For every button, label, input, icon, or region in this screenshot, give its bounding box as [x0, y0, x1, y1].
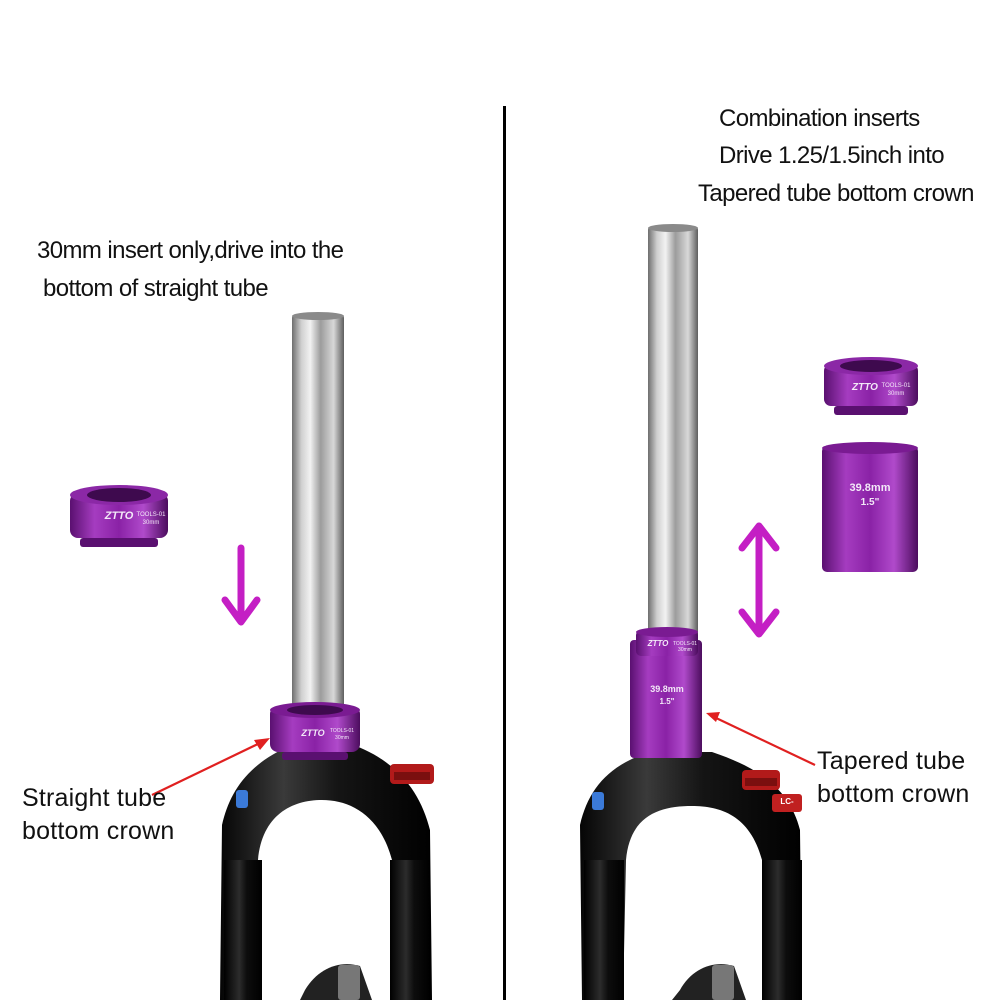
- left-ring-installed: [270, 702, 360, 760]
- right-fork: [580, 752, 802, 1000]
- left-fork-red-knob: [390, 764, 434, 784]
- left-loose-ring-code: TOOLS-01: [136, 512, 166, 518]
- right-fork-red-knob: [742, 770, 780, 790]
- left-label-line-2: bottom crown: [22, 817, 175, 845]
- left-loose-ring-size: 30mm: [142, 520, 160, 526]
- left-loose-ring-brand: ZTTO: [104, 510, 134, 522]
- right-loose-sleeve-inch: 1.5": [860, 497, 880, 508]
- right-loose-ring-size: 30mm: [887, 391, 905, 397]
- right-steerer-tube: [648, 224, 698, 638]
- down-arrow: [221, 544, 261, 626]
- right-installed-sleeve-inch: 1.5": [659, 697, 675, 706]
- left-caption-line-2: bottom of straight tube: [43, 275, 269, 302]
- left-steerer-tube: [292, 312, 344, 716]
- right-label-line-2: bottom crown: [817, 780, 970, 808]
- left-installed-ring-code: TOOLS-01: [329, 728, 355, 734]
- right-combo-insert-installed: [630, 627, 702, 758]
- left-label-line-1: Straight tube: [22, 784, 167, 812]
- left-installed-ring-size: 30mm: [335, 735, 349, 741]
- right-loose-ring-brand: ZTTO: [852, 382, 878, 393]
- panel-divider: [503, 106, 506, 1000]
- right-caption-line-3: Tapered tube bottom crown: [698, 180, 974, 207]
- left-ring-loose: [70, 485, 168, 547]
- right-installed-ring-brand: ZTTO: [647, 639, 669, 648]
- left-fork: [220, 742, 434, 1000]
- right-installed-ring-size: 30mm: [678, 647, 692, 653]
- right-fork-badge: LC-: [780, 797, 794, 806]
- right-label-line-1: Tapered tube: [817, 747, 966, 775]
- left-pointer-arrow: [151, 738, 270, 796]
- right-pointer-arrow: [706, 712, 816, 766]
- double-arrow: [738, 522, 780, 638]
- right-caption-line-1: Combination inserts: [719, 105, 920, 132]
- right-ring-loose: [824, 357, 918, 415]
- right-sleeve-loose: [822, 442, 918, 572]
- left-installed-ring-brand: ZTTO: [301, 728, 325, 738]
- right-installed-sleeve-size: 39.8mm: [650, 684, 684, 694]
- right-loose-sleeve-size: 39.8mm: [849, 482, 891, 494]
- right-installed-ring-code: TOOLS-01: [672, 641, 698, 647]
- left-caption-line-1: 30mm insert only,drive into the: [37, 237, 344, 264]
- right-loose-ring-code: TOOLS-01: [881, 383, 911, 389]
- right-caption-line-2: Drive 1.25/1.5inch into: [719, 142, 945, 169]
